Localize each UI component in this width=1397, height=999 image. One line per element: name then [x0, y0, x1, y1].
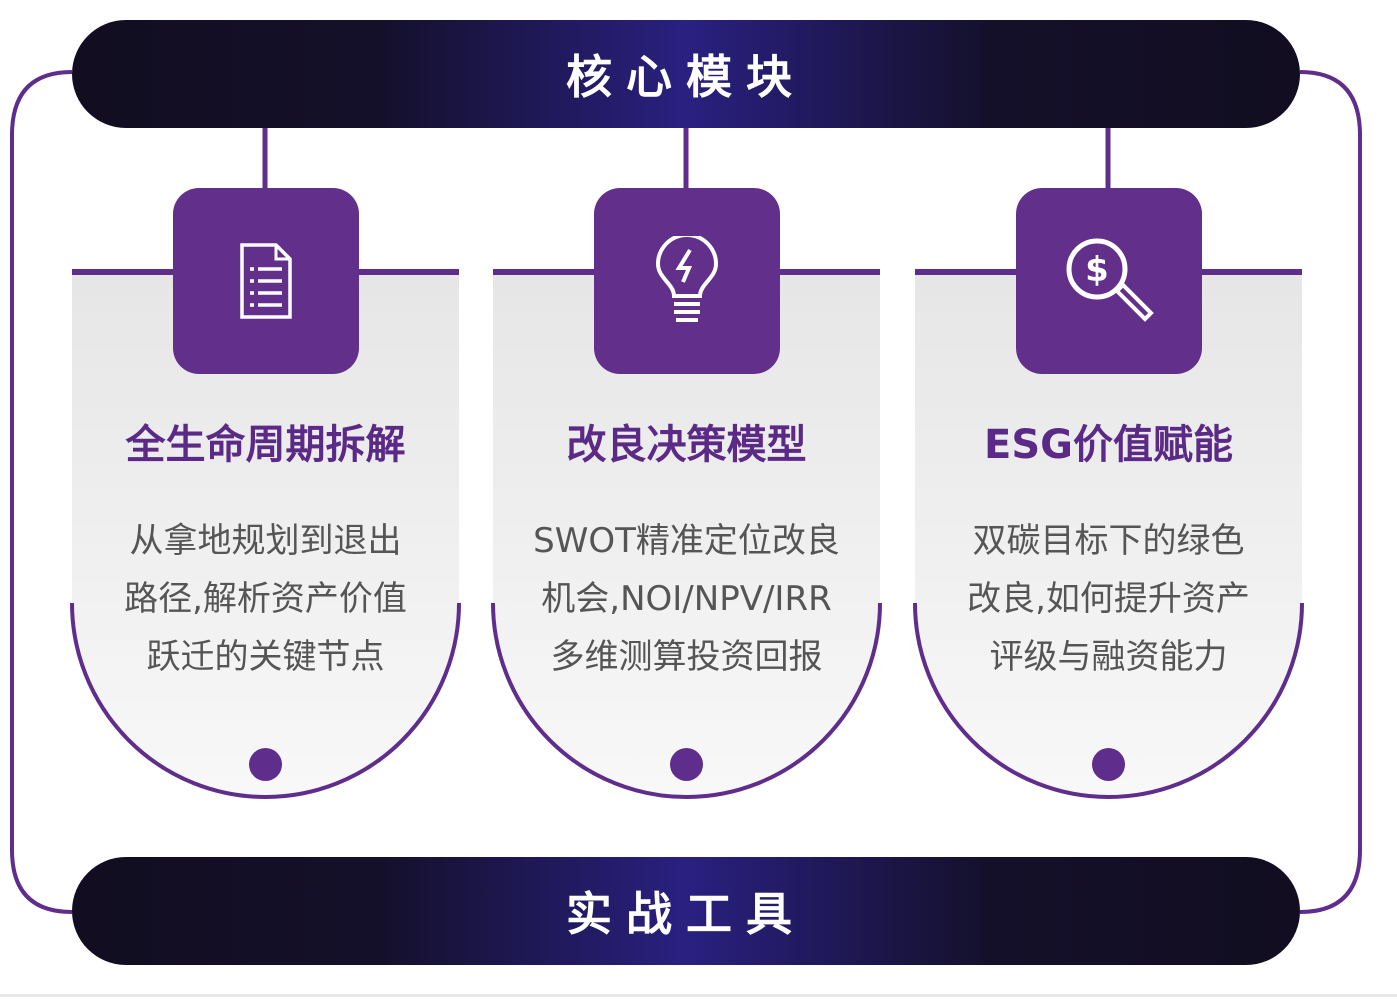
card-title: ESG价值赋能	[984, 422, 1233, 468]
card-line: 路径,解析资产价值	[124, 579, 407, 619]
divider	[0, 994, 1397, 997]
icon-box	[594, 188, 780, 374]
card-body: SWOT精准定位改良 机会,NOI/NPV/IRR 多维测算投资回报	[493, 512, 880, 686]
card-line: 从拿地规划到退出	[129, 521, 402, 561]
card-line: 跃迁的关键节点	[146, 637, 385, 677]
card-line: SWOT精准定位改良	[533, 521, 840, 561]
core-modules-title: 核心模块	[566, 50, 806, 104]
practical-tools-banner: 实战工具	[72, 857, 1300, 965]
card-line: 多维测算投资回报	[550, 637, 823, 677]
card-esg: $ ESG价值赋能 双碳目标下的绿色 改良,如何提升资产 评级与融资能力	[915, 188, 1302, 802]
card-lifecycle: 全生命周期拆解 从拿地规划到退出 路径,解析资产价值 跃迁的关键节点	[72, 188, 459, 802]
bullet-dot	[1092, 748, 1125, 781]
card-decision-model: 改良决策模型 SWOT精准定位改良 机会,NOI/NPV/IRR 多维测算投资回…	[493, 188, 880, 802]
card-body: 双碳目标下的绿色 改良,如何提升资产 评级与融资能力	[915, 512, 1302, 686]
card-title: 改良决策模型	[566, 422, 807, 468]
core-modules-banner: 核心模块	[72, 20, 1300, 128]
card-background	[493, 272, 880, 797]
card-outline	[913, 602, 1304, 799]
card-outline	[70, 602, 461, 799]
bullet-dot	[249, 748, 282, 781]
card-background	[915, 272, 1302, 797]
icon-box	[173, 188, 359, 374]
card-outline	[491, 602, 882, 799]
svg-text:$: $	[1085, 250, 1109, 290]
card-line: 双碳目标下的绿色	[972, 521, 1245, 561]
bullet-dot	[670, 748, 703, 781]
icon-box: $	[1016, 188, 1202, 374]
practical-tools-title: 实战工具	[566, 887, 806, 941]
card-line: 评级与融资能力	[989, 637, 1228, 677]
card-body: 从拿地规划到退出 路径,解析资产价值 跃迁的关键节点	[72, 512, 459, 686]
card-background	[72, 272, 459, 797]
card-title: 全生命周期拆解	[125, 422, 406, 468]
dollar-search-icon: $	[1066, 238, 1154, 322]
card-line: 改良,如何提升资产	[967, 579, 1250, 619]
card-line: 机会,NOI/NPV/IRR	[541, 579, 832, 619]
lightbulb-bolt-icon	[655, 236, 719, 322]
document-list-icon	[240, 243, 292, 319]
